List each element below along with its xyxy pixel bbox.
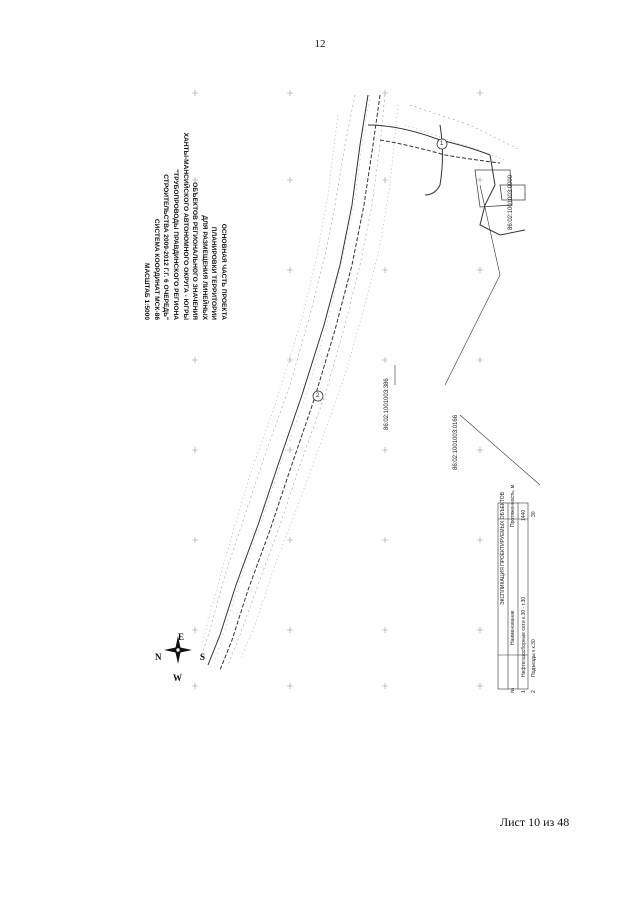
legend-row-name: Нефтегазосборные сети к.30 - т.30: [521, 596, 527, 677]
legend-table: ЭКСПЛИКАЦИЯ ПРОЕКТИРУЕМЫХ ОБЪЕКТОВ № Наи…: [498, 485, 560, 695]
parcel-label: 86:02:1001003:0000: [508, 174, 514, 230]
compass-icon: [164, 636, 192, 664]
route-marker-2-label: 2: [316, 393, 320, 399]
legend-title: ЭКСПЛИКАЦИЯ ПРОЕКТИРУЕМЫХ ОБЪЕКТОВ: [500, 492, 506, 605]
legend-frame: [497, 502, 529, 690]
site-outline: [474, 169, 526, 208]
legend-row-number: 2: [531, 690, 537, 693]
grid-crosses: [192, 90, 483, 689]
leader-lines: [394, 184, 541, 486]
compass-south-label: S: [200, 652, 206, 662]
vegetation-hatch: [199, 94, 521, 666]
compass-east-label: E: [178, 632, 185, 642]
legend-header-length: Протяженность, м: [510, 484, 516, 527]
legend-header-number: №: [510, 687, 516, 693]
compass-west-label: W: [173, 673, 182, 683]
legend-row-name: Подъезды к к.30: [531, 639, 537, 677]
legend-row-length: 30: [531, 511, 537, 517]
route-marker-1-icon: [436, 138, 448, 150]
legend-header-name: Наименование: [510, 610, 516, 645]
route-marker-2-icon: [312, 390, 324, 402]
parcel-label: 86:02:1001003:386: [384, 378, 390, 430]
page-number: 12: [314, 38, 326, 50]
parcel-label: 86:02:1001003:0166: [453, 414, 459, 470]
sheet-footer: Лист 10 из 48: [500, 815, 570, 829]
legend-row-length: 1440: [521, 509, 527, 521]
route-marker-1-label: 1: [440, 141, 444, 147]
route-map: [164, 90, 541, 690]
compass-north-label: N: [155, 652, 162, 662]
legend-row-number: 1: [521, 690, 527, 693]
pipeline-route: [207, 94, 526, 671]
